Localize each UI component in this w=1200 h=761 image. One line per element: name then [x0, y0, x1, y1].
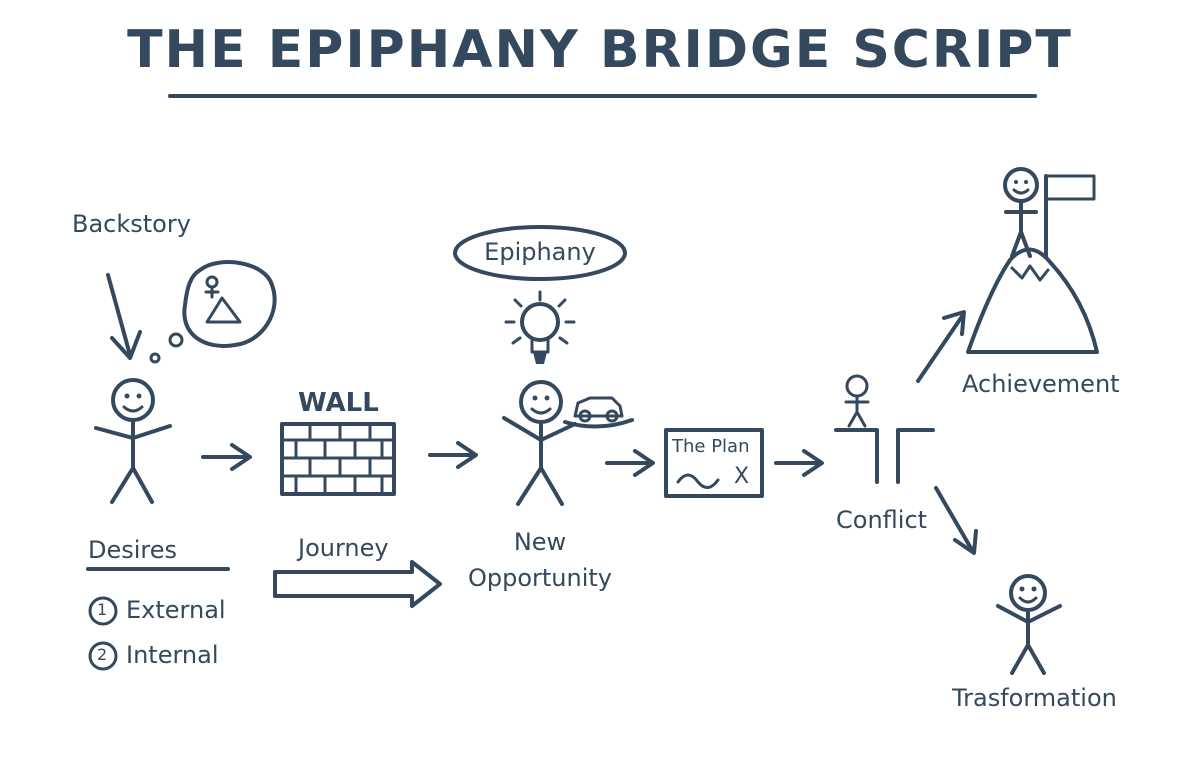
- epiphany-bubble: [453, 225, 627, 281]
- arrow-to-plan: [605, 449, 655, 477]
- new-opportunity-label-line1: New: [513, 528, 567, 556]
- wall-label: WALL: [298, 388, 379, 418]
- person-new-opportunity-figure: [502, 380, 577, 506]
- lightbulb-icon: [504, 290, 576, 364]
- plan-board: [664, 428, 764, 498]
- page-title: THE EPIPHANY BRIDGE SCRIPT: [127, 20, 1073, 80]
- backstory-label: Backstory: [72, 210, 191, 238]
- plan-x-label: X: [734, 464, 750, 489]
- epiphany-label: Epiphany: [484, 238, 596, 266]
- number-circle-2: [88, 641, 118, 671]
- new-opportunity-label-line2: Opportunity: [467, 564, 613, 592]
- arrow-to-achievement: [916, 310, 966, 383]
- desire-number-2: 2: [97, 645, 108, 664]
- desire-number-1: 1: [97, 600, 108, 619]
- desire-item-internal: Internal: [126, 641, 219, 669]
- wall-bricks: [280, 422, 396, 496]
- journey-label: Journey: [298, 534, 389, 562]
- desire-item-external: External: [126, 596, 226, 624]
- plan-title-label: The Plan: [672, 436, 750, 457]
- arrow-to-transformation: [934, 486, 978, 555]
- arrow-to-wall: [201, 443, 252, 471]
- person-desires-figure: [94, 378, 172, 504]
- desires-label: Desires: [88, 536, 178, 564]
- arrow-to-new-opportunity: [428, 441, 478, 469]
- conflict-label: Conflict: [836, 506, 928, 534]
- car-on-tray-icon: [563, 396, 634, 429]
- thought-bubble: [149, 260, 277, 364]
- person-transformation-figure: [996, 574, 1062, 675]
- backstory-arrow: [106, 273, 142, 360]
- journey-arrow: [273, 560, 442, 608]
- transformation-label: Trasformation: [952, 684, 1117, 712]
- number-circle-1: [88, 596, 118, 626]
- mountain-icon: [205, 296, 242, 324]
- conflict-cliff: [834, 374, 935, 484]
- arrow-to-conflict: [774, 449, 824, 477]
- achievement-label: Achievement: [962, 370, 1120, 398]
- mountain-summit-icon: [966, 167, 1099, 354]
